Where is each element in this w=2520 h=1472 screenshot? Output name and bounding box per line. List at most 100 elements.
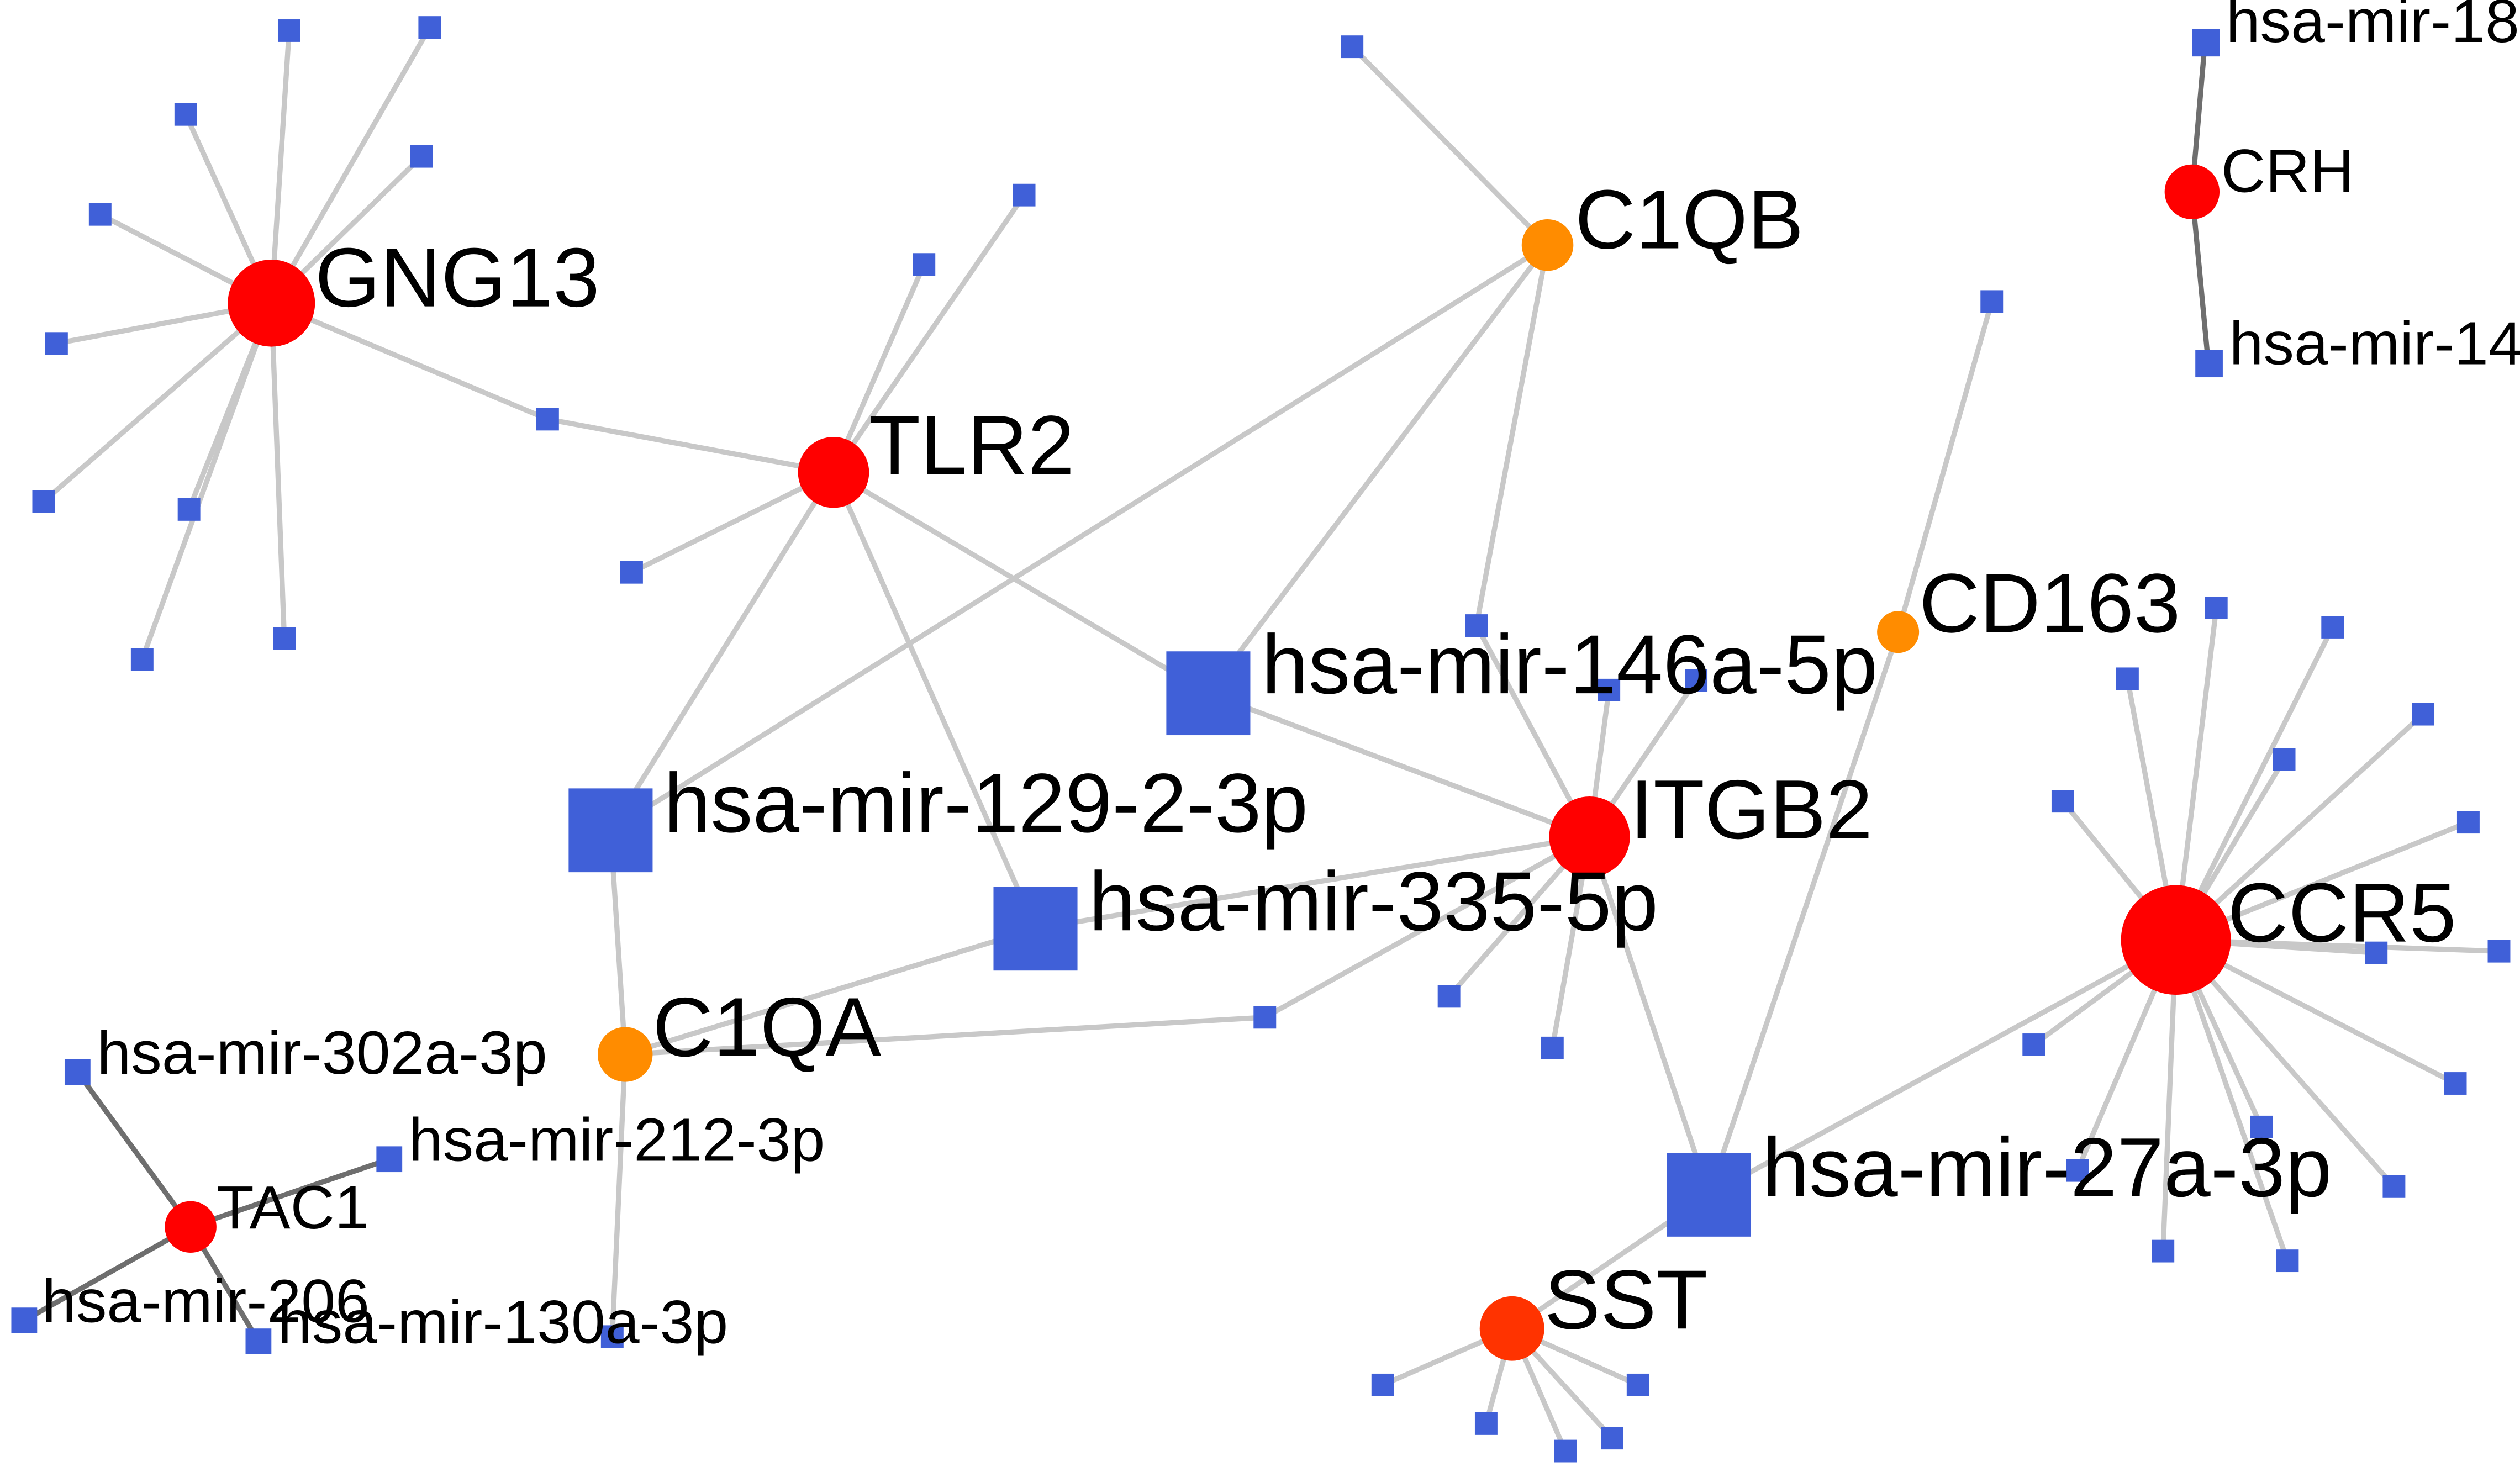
mirna-node[interactable] — [2365, 941, 2388, 964]
mirna-node[interactable] — [1685, 669, 1708, 692]
mirna-hub-146a[interactable] — [1166, 651, 1251, 736]
mirna-hub-27a[interactable] — [1667, 1153, 1752, 1237]
label-mir212: hsa-mir-212-3p — [409, 1105, 825, 1174]
mirna-node[interactable] — [1598, 678, 1621, 701]
gene-node-gng13[interactable] — [228, 259, 315, 347]
mirna-node[interactable] — [1341, 35, 1364, 59]
edge — [2173, 607, 2219, 941]
edge — [269, 26, 432, 305]
gene-node-ccr5[interactable] — [2121, 885, 2231, 995]
node-labels: GNG13 TLR2 C1QB CRH hsa-mir-18b-3p hsa-m… — [42, 0, 2520, 1356]
edge — [609, 1054, 628, 1337]
mirna-node[interactable] — [2444, 1072, 2467, 1095]
label-cd163: CD163 — [1919, 556, 2180, 650]
mirna-node[interactable] — [2382, 1175, 2406, 1198]
edge — [2173, 626, 2335, 941]
mirna-node[interactable] — [2456, 811, 2480, 834]
mirna-node[interactable] — [2412, 703, 2435, 726]
mirna-node[interactable] — [418, 16, 441, 39]
mirna-node[interactable] — [277, 19, 300, 42]
edge — [2174, 712, 2425, 942]
label-itgb2: ITGB2 — [1630, 763, 1873, 857]
edge — [624, 926, 1036, 1057]
mirna-node[interactable] — [2116, 667, 2139, 690]
mirna-node-mir142[interactable] — [2195, 350, 2223, 378]
mirna-node[interactable] — [410, 145, 433, 168]
mirna-node[interactable] — [32, 490, 55, 513]
label-tac1: TAC1 — [217, 1173, 369, 1242]
label-mir146a: hsa-mir-146a-5p — [1262, 618, 1878, 711]
mirna-node[interactable] — [2250, 1115, 2273, 1138]
mirna-node[interactable] — [2273, 748, 2296, 771]
mirna-node[interactable] — [2205, 597, 2228, 619]
mirna-node[interactable] — [2487, 940, 2511, 963]
mirna-node[interactable] — [2051, 790, 2074, 813]
mirna-node[interactable] — [1601, 1427, 1623, 1450]
mirna-node[interactable] — [1371, 1373, 1394, 1396]
mirna-node-mir206[interactable] — [11, 1307, 38, 1333]
gene-node-crh[interactable] — [2164, 164, 2220, 219]
mirna-node[interactable] — [1253, 1006, 1277, 1029]
mirna-hub-129[interactable] — [568, 788, 653, 873]
mirna-node[interactable] — [177, 498, 201, 521]
gene-node-itgb2[interactable] — [1549, 796, 1630, 877]
mirna-hubs — [568, 651, 1752, 1237]
mirna-node[interactable] — [1626, 1373, 1649, 1396]
edge — [625, 1015, 1266, 1057]
edge — [831, 193, 1026, 474]
mirna-node[interactable] — [273, 627, 296, 650]
mirna-node-mir130a[interactable] — [245, 1328, 272, 1354]
gene-nodes — [165, 164, 2231, 1361]
label-gng13: GNG13 — [315, 231, 599, 325]
label-mir130a: hsa-mir-130a-3p — [278, 1288, 728, 1357]
edge — [1207, 690, 1591, 840]
mirna-node[interactable] — [1541, 1036, 1564, 1059]
gene-node-c1qb[interactable] — [1521, 219, 1574, 271]
gene-node-c1qa[interactable] — [598, 1027, 653, 1082]
edge — [75, 1070, 193, 1229]
mirna-node-mir18b[interactable] — [2192, 29, 2220, 57]
mirna-node[interactable] — [1554, 1439, 1577, 1463]
gene-node-cd163[interactable] — [1877, 611, 1920, 653]
edge — [23, 1225, 192, 1323]
edge — [1035, 834, 1590, 931]
edge — [609, 242, 1549, 833]
label-mir18b: hsa-mir-18b-3p — [2226, 0, 2520, 55]
mirna-node-mir212[interactable] — [376, 1146, 403, 1173]
edge — [2174, 938, 2396, 1189]
mirna-hub-335[interactable] — [993, 887, 1078, 971]
mirna-node[interactable] — [88, 203, 112, 226]
gene-node-sst[interactable] — [1479, 1296, 1544, 1361]
mirna-node[interactable] — [1980, 290, 2004, 313]
label-mir206: hsa-mir-206 — [42, 1267, 370, 1336]
mirna-node[interactable] — [45, 332, 68, 355]
mirna-node[interactable] — [536, 408, 559, 431]
gene-node-tac1[interactable] — [165, 1201, 217, 1253]
mirna-node[interactable] — [1474, 1412, 1498, 1435]
mirna-node[interactable] — [130, 648, 154, 671]
mirna-node[interactable] — [1465, 614, 1488, 637]
mirna-node[interactable] — [1013, 183, 1036, 207]
mirna-node[interactable] — [2152, 1239, 2175, 1263]
edge — [1474, 244, 1551, 626]
mirna-node[interactable] — [2276, 1249, 2299, 1273]
label-tlr2: TLR2 — [869, 398, 1074, 492]
mirna-node[interactable] — [620, 561, 643, 584]
mirna-node[interactable] — [600, 1325, 624, 1348]
mirna-node[interactable] — [2066, 1159, 2089, 1182]
mirna-node[interactable] — [2321, 616, 2344, 639]
label-mir302a: hsa-mir-302a-3p — [97, 1018, 547, 1087]
mirna-node[interactable] — [1437, 985, 1461, 1008]
gene-node-tlr2[interactable] — [798, 437, 869, 508]
edge — [41, 301, 273, 504]
edge — [139, 302, 274, 661]
edge — [1895, 300, 1995, 633]
edge — [831, 471, 1038, 930]
label-mir142: hsa-mir-142-3p — [2229, 309, 2520, 378]
edge — [832, 470, 1210, 696]
mirna-node[interactable] — [2022, 1033, 2045, 1056]
edge — [831, 263, 927, 474]
mirna-node[interactable] — [913, 253, 936, 276]
mirna-node[interactable] — [174, 103, 197, 126]
mirna-node-mir302a[interactable] — [64, 1059, 91, 1085]
